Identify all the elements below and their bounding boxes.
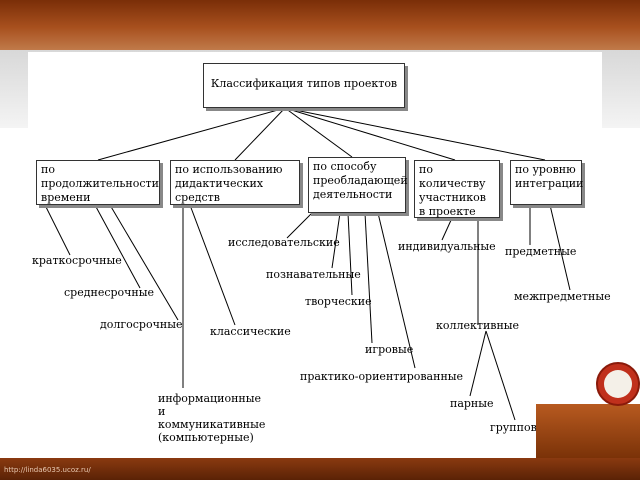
category-participants-label: по количеству участников в проекте — [419, 163, 486, 218]
leaf-individual: индивидуальные — [398, 240, 496, 253]
root-label: Классификация типов проектов — [210, 77, 398, 90]
leaf-collective: коллективные — [436, 319, 520, 332]
top-decor-band — [0, 0, 640, 50]
category-didactic-box: по использованию дидактических средств — [170, 160, 300, 205]
category-participants-box: по количеству участников в проекте — [414, 160, 500, 218]
category-activity-box: по способу преобладающей деятельности — [308, 157, 408, 213]
leaf-interdisciplinary: межпредметные — [514, 290, 611, 303]
leaf-long-term: долгосрочные — [100, 318, 183, 331]
category-duration-label: по продолжительности времени — [41, 163, 159, 204]
leaf-classic: классические — [210, 325, 291, 338]
footer-url: http://linda6035.ucoz.ru/ — [4, 466, 91, 474]
desk-decoration — [536, 404, 640, 458]
category-integration-box: по уровню интеграции — [510, 160, 584, 205]
category-duration-box: по продолжительности времени — [36, 160, 160, 205]
leaf-short-term: краткосрочные — [32, 254, 122, 267]
clock-icon — [596, 362, 640, 406]
leaf-creative: творческие — [305, 295, 372, 308]
leaf-practice-oriented: практико-ориентированные — [300, 370, 464, 383]
bottom-decor-band — [0, 458, 640, 480]
category-activity-label: по способу преобладающей деятельности — [313, 160, 408, 201]
leaf-research: исследовательские — [228, 236, 340, 249]
category-didactic-label: по использованию дидактических средств — [175, 163, 283, 204]
clock-face — [604, 370, 632, 398]
leaf-information: информационные и коммуникативные (компью… — [158, 392, 266, 444]
root-box: Классификация типов проектов — [203, 63, 405, 108]
leaf-game: игровые — [365, 343, 414, 356]
leaf-cognitive: познавательные — [266, 268, 361, 281]
leaf-subject: предметные — [505, 245, 577, 258]
leaf-medium-term: среднесрочные — [64, 286, 155, 299]
category-integration-label: по уровню интеграции — [515, 163, 584, 190]
leaf-pair: парные — [450, 397, 494, 410]
